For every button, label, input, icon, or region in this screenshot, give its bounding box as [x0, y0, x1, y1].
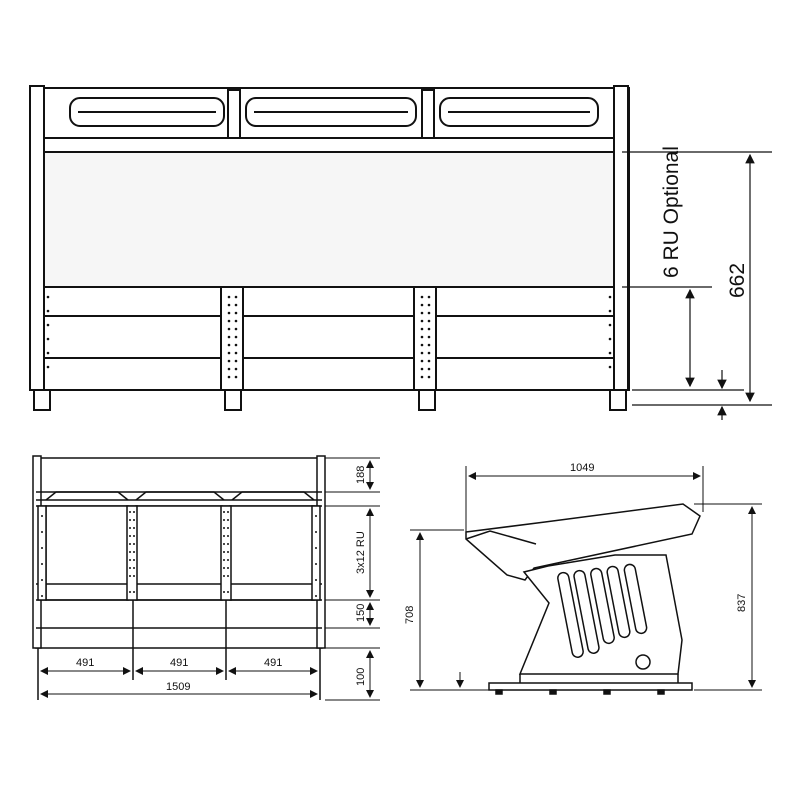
dim-708-label: 708 — [404, 606, 416, 624]
front-elevation — [32, 455, 326, 700]
side-elevation — [465, 503, 701, 695]
dim-bay1-label: 491 — [76, 657, 94, 669]
side-view-dimensions — [410, 466, 762, 691]
rack-holes-front — [41, 511, 317, 597]
dim-188-label: 188 — [355, 466, 367, 484]
top-desk-elevation — [29, 85, 630, 411]
dim-bay3-label: 491 — [264, 657, 282, 669]
height-662-label: 662 — [726, 263, 749, 298]
dim-rack-label: 3x12 RU — [355, 531, 367, 574]
dim-150-label: 150 — [355, 604, 367, 622]
top-view-dimensions — [622, 151, 772, 420]
dim-100-label: 100 — [355, 668, 367, 686]
front-view-dimensions — [40, 457, 380, 701]
dim-837-label: 837 — [736, 594, 748, 612]
rack-holes-top — [46, 295, 612, 379]
optional-rack-label: 6 RU Optional — [660, 146, 683, 278]
dim-total-label: 1509 — [166, 681, 190, 693]
dim-bay2-label: 491 — [170, 657, 188, 669]
dim-1049-label: 1049 — [570, 462, 594, 474]
